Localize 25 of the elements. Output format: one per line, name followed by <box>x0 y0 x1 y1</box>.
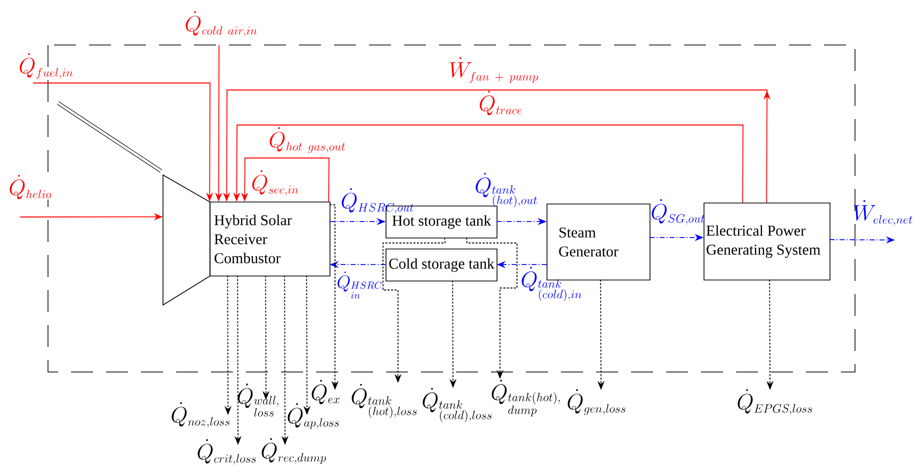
edge-label: $\dot{Q}_{fuel,in}$ <box>20 53 73 79</box>
edge-label: $\dot{W}_{fan\ +\ pump}$ <box>450 57 538 83</box>
edge-label: $\dot{Q}_{hot\ gas,out}$ <box>270 127 346 153</box>
edge-label: $\dot{Q}_{ap,loss}$ <box>288 403 339 429</box>
edge-label: $\dot{W}_{elec,net}$ <box>854 200 912 226</box>
edge-label: $\dot{Q}_{cold\ air,in}$ <box>186 11 257 37</box>
edge-label: $\dot{Q}_{\begin{subarray}{l}wall,\\loss\end{subarray}}$ <box>238 384 278 417</box>
process-box: Hybrid Solar Receiver Combustor <box>210 202 330 276</box>
edge-label: $\dot{Q}_{EPGS,loss}$ <box>738 389 812 415</box>
flow-label: $\dot{Q}_{sec,in}$ <box>252 170 298 196</box>
edge-label: $\dot{Q}_{gen,loss}$ <box>568 389 626 415</box>
edge-label: $\dot{Q}_{\begin{subarray}{l}tank(hot),\\dump\end{subarray}}$ <box>492 380 560 416</box>
process-box: Steam Generator <box>546 204 650 280</box>
edge-label: $\dot{Q}_{noz,loss}$ <box>172 402 230 428</box>
process-box: Cold storage tank <box>386 248 498 282</box>
edge-label: $\dot{Q}_{\begin{subarray}{l}tank\\(hot),out\end{subarray}}$ <box>476 172 537 208</box>
edge-label: $\dot{Q}_{\begin{subarray}{l}HSRC,\\in\end{subarray}}$ <box>338 272 384 298</box>
edge-label: $\dot{Q}_{\begin{subarray}{l}tank\\(cold),loss\end{subarray}}$ <box>422 388 492 422</box>
edge-label: $\dot{Q}_{ex}$ <box>312 380 340 404</box>
edge-label: $\dot{Q}_{trace}$ <box>480 90 522 116</box>
edge-label: $\dot{Q}_{rec,dump}$ <box>262 438 326 464</box>
edge-label: $\dot{Q}_{helio}$ <box>8 174 52 200</box>
edge-label: $\dot{Q}_{\begin{subarray}{l}tank\\(hot),loss\end{subarray}}$ <box>352 384 417 418</box>
edge-label: $\dot{Q}_{crit,loss}$ <box>198 439 256 465</box>
process-box: Electrical Power Generating System <box>704 202 830 280</box>
